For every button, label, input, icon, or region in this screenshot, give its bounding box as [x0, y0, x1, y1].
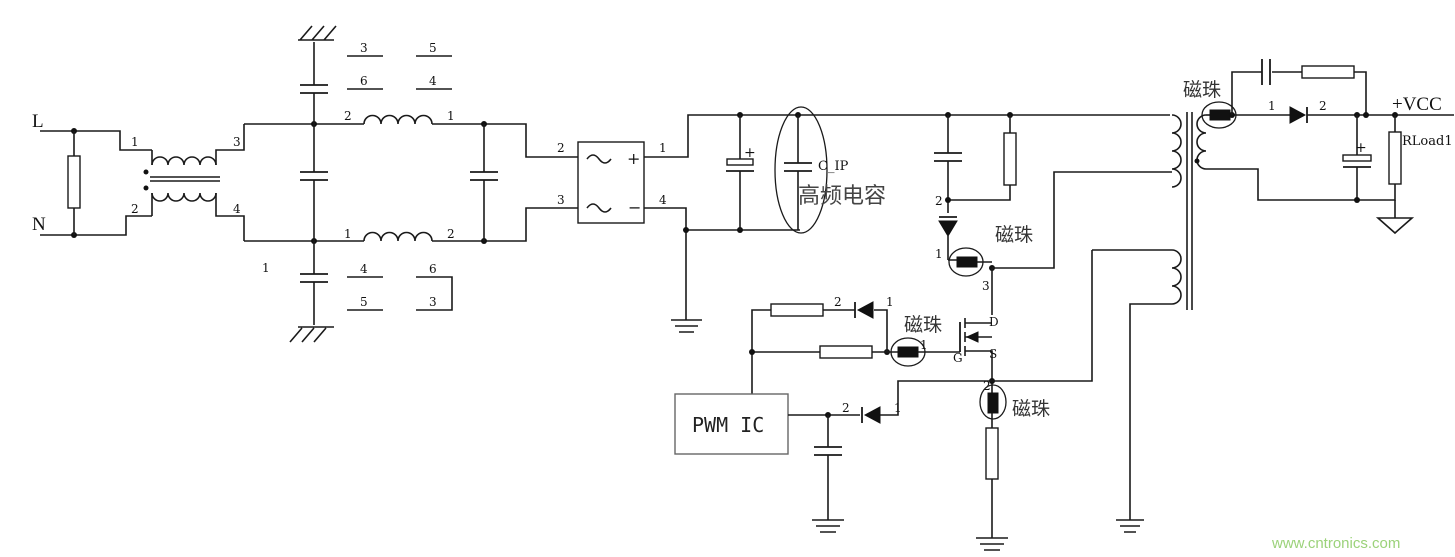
svg-text:3: 3 — [360, 41, 368, 55]
ground-output — [1375, 200, 1415, 235]
svg-text:5: 5 — [360, 295, 368, 309]
rails — [244, 123, 364, 242]
svg-text:6: 6 — [360, 74, 368, 88]
pwm-ic-label: PWM IC — [692, 413, 764, 437]
switching-stage: 3 D G S 2 磁珠 磁珠 1 1 2 PWM IC — [674, 268, 1050, 551]
bulk-capacitors: + C_IP 高频电容 — [726, 106, 886, 234]
svg-text:4: 4 — [659, 193, 667, 207]
svg-text:4: 4 — [429, 74, 437, 88]
pwm-ic — [674, 393, 789, 455]
bead-label: 磁珠 — [995, 224, 1033, 246]
svg-text:1: 1 — [659, 141, 667, 155]
line-label: L — [32, 111, 44, 132]
bridge-body — [577, 141, 645, 224]
svg-text:S: S — [989, 347, 997, 361]
svg-text:1: 1 — [447, 109, 455, 123]
wire-n — [40, 215, 152, 236]
bead-label: 磁珠 — [904, 314, 942, 336]
svg-text:1: 1 — [920, 338, 928, 352]
pin-labels-top: 3 5 6 4 — [347, 41, 452, 90]
rcd-snubber: 2 1 磁珠 — [934, 112, 1172, 277]
ground-vcc-cap — [812, 519, 844, 533]
rload-label: RLoad1 — [1402, 134, 1453, 149]
input-section: L N — [32, 111, 152, 238]
svg-text:5: 5 — [429, 41, 437, 55]
hf-cap-label: 高频电容 — [798, 184, 886, 209]
svg-text:2: 2 — [1319, 99, 1327, 113]
svg-text:2: 2 — [983, 379, 991, 393]
svg-text:3: 3 — [233, 135, 241, 149]
watermark: www.cntronics.com — [1271, 535, 1400, 552]
emi-filter: 1 2 1 1 2 3 5 6 4 4 6 5 3 — [244, 25, 578, 343]
bead-label: 磁珠 — [1183, 79, 1221, 101]
svg-text:1: 1 — [935, 247, 943, 261]
svg-text:4: 4 — [233, 202, 241, 216]
svg-text:1: 1 — [1268, 99, 1276, 113]
choke-winding-bottom — [151, 192, 217, 202]
svg-text:2: 2 — [834, 295, 842, 309]
svg-text:+: + — [744, 145, 756, 161]
svg-text:1: 1 — [344, 227, 352, 241]
chassis-ground-top — [298, 25, 337, 41]
svg-text:1: 1 — [886, 295, 894, 309]
svg-text:4: 4 — [360, 262, 368, 276]
c-ip-label: C_IP — [818, 159, 849, 174]
ground-bridge — [671, 319, 702, 333]
neutral-label: N — [32, 214, 46, 235]
chassis-ground-bottom — [289, 326, 334, 343]
wire-l — [40, 130, 152, 151]
vcc-label: +VCC — [1392, 94, 1442, 115]
varistor — [67, 155, 81, 209]
svg-text:3: 3 — [429, 295, 437, 309]
pin-labels-bottom: 4 6 5 3 — [347, 262, 453, 311]
common-mode-choke: 1 2 3 4 — [131, 124, 245, 241]
svg-text:−: − — [628, 198, 641, 217]
choke-leads — [151, 124, 245, 241]
svg-text:2: 2 — [344, 109, 352, 123]
svg-text:3: 3 — [982, 279, 990, 293]
svg-text:2: 2 — [557, 141, 565, 155]
bridge-rectifier: + − 2 3 1 4 — [557, 114, 1055, 333]
svg-text:3: 3 — [557, 193, 565, 207]
svg-text:+: + — [627, 149, 640, 168]
output-stage: 磁珠 1 2 + RLoad1 +VCC — [1183, 59, 1454, 235]
dm-inductor-bottom — [363, 231, 433, 242]
rails-to-bridge — [432, 123, 578, 242]
svg-text:1: 1 — [131, 135, 139, 149]
svg-text:2: 2 — [842, 401, 850, 415]
svg-text:2: 2 — [935, 194, 943, 208]
choke-winding-top — [151, 156, 217, 166]
dm-inductor-top — [363, 114, 433, 125]
svg-text:2: 2 — [131, 202, 139, 216]
svg-text:G: G — [953, 351, 963, 365]
svg-text:D: D — [989, 315, 999, 329]
hf-cap-highlight — [774, 106, 828, 234]
svg-text:2: 2 — [447, 227, 455, 241]
ground-source — [976, 537, 1008, 551]
svg-text:6: 6 — [429, 262, 437, 276]
svg-text:1: 1 — [262, 261, 270, 275]
svg-text:+: + — [1355, 140, 1367, 156]
bead-label: 磁珠 — [1012, 398, 1050, 420]
flyback-transformer — [995, 112, 1396, 533]
ground-aux — [1116, 519, 1144, 533]
